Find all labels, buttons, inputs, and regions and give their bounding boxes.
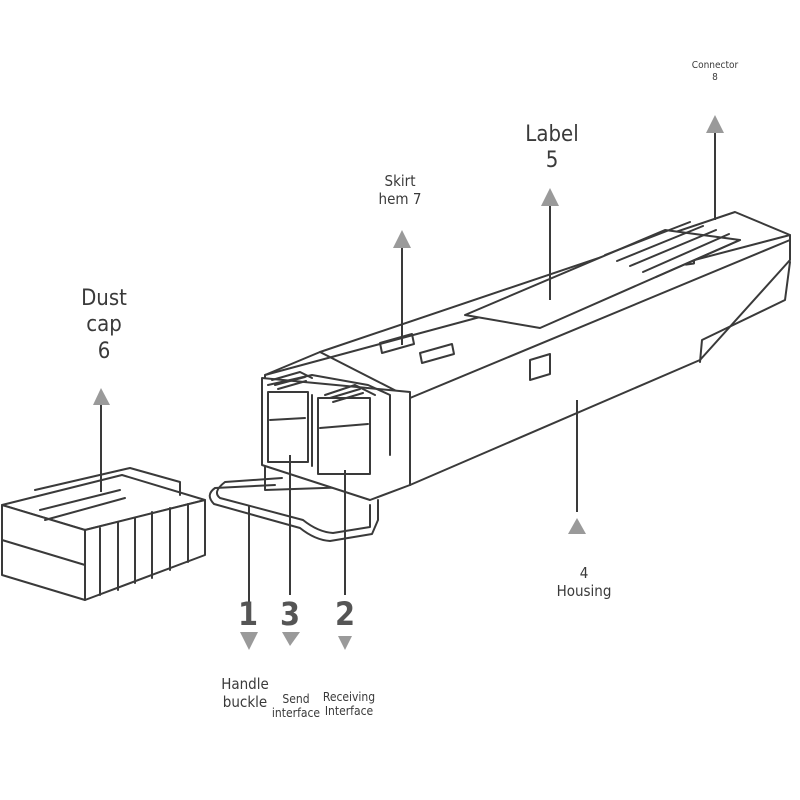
skirt-hem-label: Skirt hem 7 — [378, 172, 422, 208]
dust-cap — [1, 467, 206, 601]
connector-label: Connector 8 — [691, 60, 739, 83]
send-interface-label: Send interface — [271, 692, 321, 721]
handle-buckle — [208, 477, 379, 542]
part-number-2: 2 — [334, 595, 356, 633]
front-face — [261, 371, 411, 501]
handle-buckle-label: Handle buckle — [221, 675, 269, 711]
dust-cap-label: Dust cap 6 — [81, 286, 127, 364]
pointer-markers — [93, 115, 724, 650]
housing-label: 4 Housing — [556, 564, 612, 600]
label-plate-label: Label 5 — [525, 122, 579, 174]
leader-lines — [100, 127, 716, 625]
label-plate — [464, 221, 741, 329]
part-number-1: 1 — [237, 595, 259, 633]
part-number-3: 3 — [279, 595, 301, 633]
receiving-interface-label: Receiving Interface — [322, 690, 376, 719]
